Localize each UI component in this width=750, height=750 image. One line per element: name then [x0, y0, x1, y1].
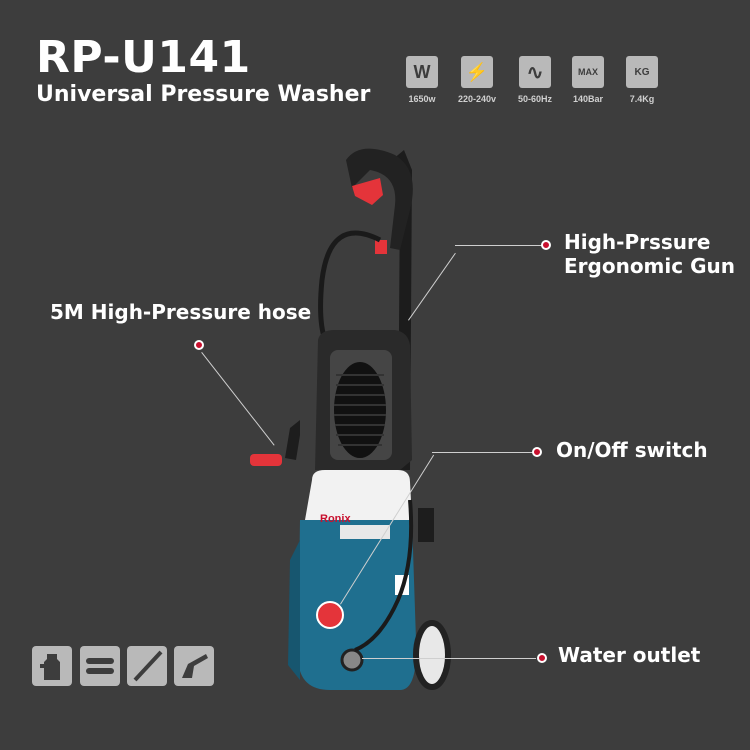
frequency-symbol: ∿ — [526, 61, 544, 84]
spec-power: W 1650w — [392, 56, 452, 104]
weight-icon: KG — [626, 56, 658, 88]
max-pressure-icon: MAX — [572, 56, 604, 88]
gun-callout-line2: Ergonomic Gun — [564, 254, 735, 278]
lightning-symbol: ⚡ — [465, 61, 489, 82]
frequency-icon: ∿ — [519, 56, 551, 88]
lance-icon — [127, 646, 167, 686]
body-side — [288, 540, 300, 680]
label-sticker — [340, 525, 390, 539]
spec-label-voltage: 220-240v — [457, 94, 497, 104]
reel-crank — [285, 420, 300, 460]
gun-grip — [346, 148, 413, 250]
outlet-callout-dot — [537, 653, 547, 663]
page-subtitle: Universal Pressure Washer — [36, 82, 371, 107]
hose-bottom — [354, 499, 414, 652]
gun-connector — [375, 240, 387, 254]
switch-callout-line-h — [432, 452, 534, 453]
nozzles-icon — [80, 646, 120, 686]
lance-holder — [418, 508, 434, 542]
brand-logo: Ronix — [320, 513, 351, 525]
body-blue — [298, 520, 417, 690]
outlet-callout-line — [362, 658, 536, 659]
hose-callout-dot — [194, 340, 204, 350]
outlet-callout-label: Water outlet — [558, 643, 701, 667]
spec-frequency: ∿ 50-60Hz — [505, 56, 565, 104]
body-top-white — [305, 470, 412, 520]
spec-row: W 1650w ⚡ 220-240v ∿ 50-60Hz MAX 140Bar … — [392, 56, 672, 108]
gun-callout-line-h — [455, 245, 543, 246]
water-outlet — [340, 648, 364, 672]
page-title: RP-U141 — [36, 32, 251, 83]
switch-callout-dot — [532, 447, 542, 457]
crank-handle — [250, 454, 282, 466]
detergent-bottle-icon — [32, 646, 72, 686]
spec-label-pressure: 140Bar — [572, 94, 604, 104]
spec-weight: KG 7.4Kg — [612, 56, 672, 104]
watt-symbol: W — [413, 61, 431, 82]
switch-callout-label: On/Off switch — [556, 438, 708, 462]
gun-callout-dot — [541, 240, 551, 250]
max-symbol: MAX — [578, 67, 598, 77]
spec-voltage: ⚡ 220-240v — [447, 56, 507, 104]
kg-symbol: KG — [634, 66, 650, 78]
hose-top — [318, 230, 382, 341]
spec-label-power: 1650w — [408, 94, 436, 104]
gun-trigger — [352, 178, 383, 205]
power-switch — [316, 601, 344, 629]
wheel — [413, 620, 451, 690]
gun-callout-line1: High-Prssure — [564, 230, 711, 254]
spec-label-weight: 7.4Kg — [629, 94, 655, 104]
lightning-icon: ⚡ — [461, 56, 493, 88]
hose-reel — [334, 362, 386, 458]
watt-icon: W — [406, 56, 438, 88]
hose-callout-label: 5M High-Pressure hose — [50, 300, 312, 324]
spec-pressure: MAX 140Bar — [558, 56, 618, 104]
spray-gun-icon — [174, 646, 214, 686]
spec-label-frequency: 50-60Hz — [517, 94, 553, 104]
gun-callout-label: High-Prssure Ergonomic Gun — [564, 230, 735, 278]
